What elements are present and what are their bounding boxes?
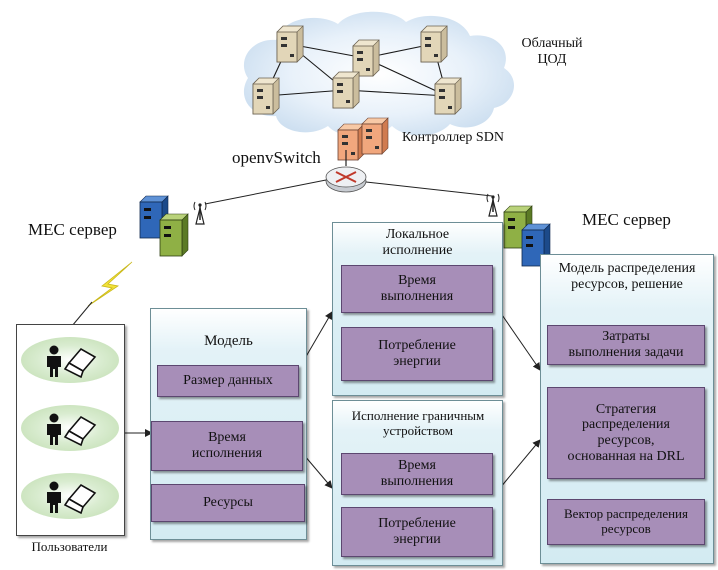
- local-energy-box: Потребление энергии: [341, 327, 493, 381]
- users-panel: [16, 324, 125, 536]
- mec-server-right-label: МЕС сервер: [582, 210, 671, 229]
- user-laptop-icon-2: [46, 412, 96, 446]
- edge-energy-box: Потребление энергии: [341, 507, 493, 557]
- cloud-dc-label: Облачный ЦОД: [512, 36, 592, 68]
- model-panel: Модель Размер данных Время исполнения Ре…: [150, 308, 307, 540]
- user-bubble-2: [21, 405, 119, 451]
- task-cost-box: Затраты выполнения задачи: [547, 325, 705, 365]
- switch-arrows: [335, 171, 357, 183]
- local-exec-title: Локальное исполнение: [382, 227, 453, 258]
- user-laptop-icon-1: [46, 344, 96, 378]
- model-title: Модель: [204, 333, 253, 349]
- allocation-title: Модель распределения ресурсов, решение: [558, 261, 696, 292]
- user-bubble-3: [21, 473, 119, 519]
- local-exec-time-box: Время выполнения: [341, 265, 493, 313]
- mec-server-left-label: МЕС сервер: [28, 220, 117, 239]
- cloud-label-line1: Облачный: [521, 36, 583, 51]
- model-data-size-box: Размер данных: [157, 365, 299, 397]
- user-bubble-1: [21, 337, 119, 383]
- allocation-vector-box: Вектор распределения ресурсов: [547, 499, 705, 545]
- user-laptop-icon-3: [46, 480, 96, 514]
- wireless-bolt: [87, 261, 133, 307]
- edge-exec-panel: Исполнение граничным устройством Время в…: [332, 400, 503, 566]
- users-label: Пользователи: [31, 539, 108, 554]
- cloud-label-line2: ЦОД: [537, 52, 567, 68]
- local-exec-panel: Локальное исполнение Время выполнения По…: [332, 222, 503, 396]
- drl-strategy-box: Стратегия распределения ресурсов, основа…: [547, 387, 705, 479]
- allocation-panel: Модель распределения ресурсов, решение З…: [540, 254, 714, 564]
- user-icons: [46, 344, 96, 514]
- openvswitch-label: openvSwitch: [232, 148, 321, 167]
- edge-exec-time-box: Время выполнения: [341, 453, 493, 495]
- sdn-controller-label: Контроллер SDN: [402, 130, 504, 145]
- model-exec-time-box: Время исполнения: [151, 421, 303, 471]
- edge-exec-title: Исполнение граничным устройством: [351, 408, 485, 438]
- model-resources-box: Ресурсы: [151, 484, 305, 522]
